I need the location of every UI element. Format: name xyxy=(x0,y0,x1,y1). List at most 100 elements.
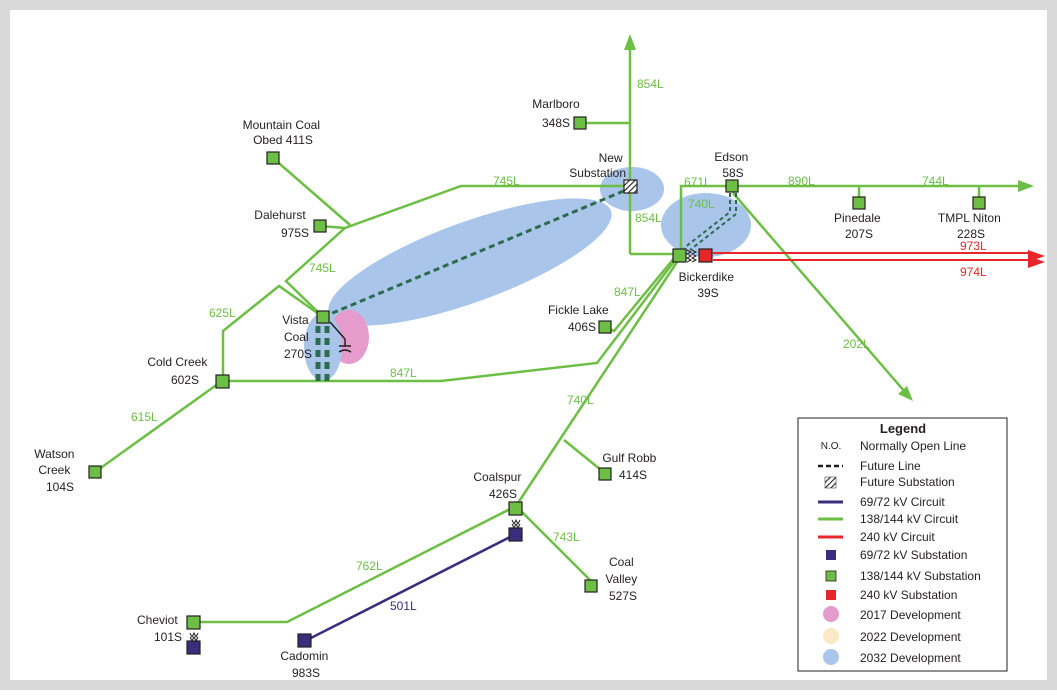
label-new-substation: New Substation xyxy=(569,151,626,180)
substation-coalspur-138[interactable] xyxy=(508,501,523,516)
legend-dev-2032-swatch xyxy=(823,649,839,665)
label-watson-creek: Watson Creek 104S xyxy=(34,447,78,494)
label-line-854-top: 854L xyxy=(637,77,664,91)
legend-item-future-substation: Future Substation xyxy=(860,475,955,489)
label-mountain-coal: Mountain Coal Obed 411S xyxy=(243,118,324,147)
substation-mountain-coal[interactable] xyxy=(266,151,280,165)
substation-cheviot-138[interactable] xyxy=(186,615,201,630)
legend-item-normally-open: Normally Open Line xyxy=(860,439,966,453)
legend-item-future-line: Future Line xyxy=(860,459,921,473)
circuits-240kv xyxy=(713,252,1030,261)
substation-bickerdike-138[interactable] xyxy=(672,248,687,263)
dev-2032-area-edson xyxy=(661,193,751,257)
substation-dalehurst[interactable] xyxy=(313,219,327,233)
substation-cadomin[interactable] xyxy=(297,633,312,648)
substation-coal-valley[interactable] xyxy=(584,579,598,593)
arrow-202-south xyxy=(898,386,913,401)
legend-item-138kv-circuit: 138/144 kV Circuit xyxy=(860,512,959,526)
legend-no-symbol: N.O. xyxy=(821,441,842,452)
label-line-974: 974L xyxy=(960,265,987,279)
development-areas xyxy=(304,167,751,381)
substation-cold-creek[interactable] xyxy=(215,374,230,389)
arrow-744-east xyxy=(1018,180,1034,192)
line-615 xyxy=(94,379,223,474)
substation-vista-coal[interactable] xyxy=(316,310,330,324)
line-mountain-coal xyxy=(272,157,351,226)
label-bickerdike: Bickerdike 39S xyxy=(679,270,738,300)
label-line-745-top: 745L xyxy=(493,174,520,188)
line-740 xyxy=(514,261,679,507)
label-edson: Edson 58S xyxy=(714,150,751,180)
label-coalspur: Coalspur 426S xyxy=(473,470,524,501)
label-line-743: 743L xyxy=(553,530,580,544)
arrow-854-north xyxy=(624,34,636,50)
label-line-671: 671L xyxy=(684,175,711,189)
transformer-coalspur-icon xyxy=(511,518,521,530)
label-line-745-left: 745L xyxy=(309,261,336,275)
substation-labels: Mountain Coal Obed 411S Dalehurst 975S M… xyxy=(34,97,1004,680)
circuits-138kv xyxy=(94,48,1020,624)
line-501 xyxy=(304,532,517,643)
line-202 xyxy=(732,192,906,393)
legend-item-69kv-circuit: 69/72 kV Circuit xyxy=(860,495,945,509)
transformer-icons xyxy=(189,249,698,643)
substation-coalspur-69[interactable] xyxy=(508,527,523,542)
label-line-740-edson: 740L xyxy=(688,197,715,211)
capacitor-icon xyxy=(329,321,352,353)
arrow-974-east xyxy=(1028,256,1045,268)
future-line-edson-a xyxy=(683,193,731,249)
label-fickle-lake: Fickle Lake 406S xyxy=(548,303,612,334)
label-line-890: 890L xyxy=(788,174,815,188)
label-line-762: 762L xyxy=(356,559,383,573)
substation-fickle-lake[interactable] xyxy=(598,320,612,334)
label-line-740: 740L xyxy=(567,393,594,407)
line-labels: 854L 854L 745L 745L 671L 890L 744L 740L … xyxy=(131,77,987,613)
legend-dev-2017-swatch xyxy=(823,606,839,622)
substation-tmpl-niton[interactable] xyxy=(972,196,986,210)
label-cheviot: Cheviot 101S xyxy=(137,613,182,644)
substation-new-future[interactable] xyxy=(623,179,638,194)
label-line-847-right: 847L xyxy=(614,285,641,299)
legend-item-dev-2022: 2022 Development xyxy=(860,630,961,644)
label-line-847-bottom: 847L xyxy=(390,366,417,380)
arrowheads xyxy=(624,34,1045,401)
legend-item-dev-2032: 2032 Development xyxy=(860,651,961,665)
future-lines xyxy=(315,188,737,381)
substation-gulf-robb[interactable] xyxy=(598,467,612,481)
label-dalehurst: Dalehurst 975S xyxy=(254,208,309,240)
label-gulf-robb: Gulf Robb 414S xyxy=(602,451,659,482)
legend-item-dev-2017: 2017 Development xyxy=(860,608,961,622)
future-line-edson-b xyxy=(689,193,737,251)
substation-bickerdike-240[interactable] xyxy=(698,248,713,263)
label-line-744: 744L xyxy=(922,174,949,188)
legend: Legend N.O. Normally Open Line Future Li… xyxy=(797,417,1008,672)
substation-marlboro[interactable] xyxy=(573,116,587,130)
line-762 xyxy=(194,504,517,624)
label-line-501: 501L xyxy=(390,599,417,613)
substation-cheviot-69[interactable] xyxy=(186,640,201,655)
line-671 xyxy=(679,184,732,254)
legend-item-138kv-substation: 138/144 kV Substation xyxy=(860,569,981,583)
label-line-202: 202L xyxy=(843,337,870,351)
legend-item-240kv-substation: 240 kV Substation xyxy=(860,588,957,602)
label-line-625: 625L xyxy=(209,306,236,320)
label-tmpl-niton: TMPL Niton 228S xyxy=(938,211,1004,241)
substation-watson-creek[interactable] xyxy=(88,465,102,479)
dev-2032-area-long xyxy=(328,198,612,326)
label-line-854-bottom: 854L xyxy=(635,211,662,225)
legend-138kv-substation-swatch xyxy=(825,570,837,582)
label-line-973: 973L xyxy=(960,239,987,253)
line-gulf-robb xyxy=(563,439,602,471)
line-743 xyxy=(515,505,591,581)
line-847-bottom xyxy=(223,254,680,383)
substation-pinedale[interactable] xyxy=(852,196,866,210)
substation-edson[interactable] xyxy=(725,179,739,193)
legend-69kv-substation-swatch xyxy=(826,550,836,560)
label-pinedale: Pinedale 207S xyxy=(834,211,884,241)
legend-future-substation-swatch xyxy=(824,476,837,489)
label-cold-creek: Cold Creek 602S xyxy=(147,355,210,387)
dev-2032-area-vista xyxy=(304,313,342,381)
substations xyxy=(88,116,986,655)
